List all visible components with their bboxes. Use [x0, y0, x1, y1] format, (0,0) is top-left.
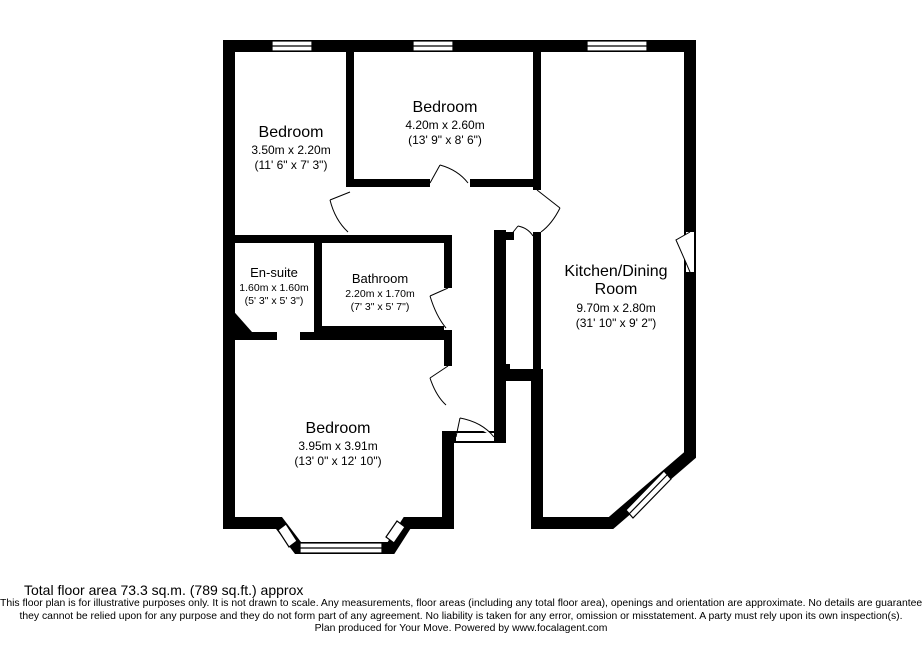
door-kitchen-upper [533, 189, 561, 233]
window-kitchen-bay [625, 470, 672, 519]
room-size-imperial: (5' 3" x 5' 3") [245, 295, 304, 307]
room-name: Bedroom [413, 99, 478, 116]
room-size-imperial: (31' 10" x 9' 2") [576, 316, 656, 330]
room-bedroom-bottom: Bedroom 3.95m x 3.91m (13' 0" x 12' 10") [294, 420, 381, 468]
room-size-imperial: (13' 9" x 8' 6") [408, 133, 482, 147]
produced-by: Plan produced for Your Move. Powered by … [314, 623, 608, 634]
room-size-metric: 2.20m x 1.70m [345, 288, 415, 300]
door-bathroom [429, 287, 452, 330]
door-hall-cupboard [509, 225, 534, 237]
interior-walls [225, 42, 541, 379]
room-name: En-suite [250, 265, 298, 280]
floor-plan: Bedroom 3.50m x 2.20m (11' 6" x 7' 3") B… [223, 40, 696, 554]
windows [271, 40, 672, 554]
total-floor-area: Total floor area 73.3 sq.m. (789 sq.ft.)… [24, 582, 304, 598]
room-name: Bedroom [259, 124, 324, 141]
room-name: Bedroom [306, 420, 371, 437]
room-bathroom: Bathroom 2.20m x 1.70m (7' 3" x 5' 7") [345, 271, 415, 313]
window-bedroom-top-middle [412, 40, 454, 52]
disclaimer: This floor plan is for illustrative purp… [0, 598, 922, 636]
ensuite-corner-fill [229, 306, 252, 332]
window-bedroom-bottom-bay [277, 520, 406, 554]
room-name: Bathroom [352, 271, 408, 286]
room-bedroom-top-middle: Bedroom 4.20m x 2.60m (13' 9" x 8' 6") [405, 99, 484, 147]
room-name-line2: Room [595, 281, 638, 298]
door-bedroom-top-middle [429, 164, 470, 187]
room-size-metric: 3.50m x 2.20m [251, 143, 330, 157]
room-size-metric: 1.60m x 1.60m [239, 282, 309, 294]
window-bedroom-top-left [271, 40, 313, 52]
room-size-metric: 3.95m x 3.91m [298, 439, 377, 453]
room-size-imperial: (7' 3" x 5' 7") [351, 301, 410, 313]
door-kitchen-right [675, 231, 694, 273]
disclaimer-line: they cannot be relied upon for any purpo… [19, 610, 903, 622]
room-ensuite: En-suite 1.60m x 1.60m (5' 3" x 5' 3") [239, 265, 309, 307]
door-entrance [455, 417, 495, 441]
door-bedroom-top-left [329, 191, 352, 233]
room-name-line1: Kitchen/Dining [564, 263, 667, 280]
disclaimer-line: This floor plan is for illustrative purp… [0, 598, 922, 609]
window-kitchen-top [586, 40, 648, 52]
room-size-metric: 9.70m x 2.80m [576, 301, 655, 315]
room-size-metric: 4.20m x 2.60m [405, 118, 484, 132]
door-bedroom-bottom [429, 365, 452, 406]
room-kitchen-dining: Kitchen/Dining Room 9.70m x 2.80m (31' 1… [564, 263, 667, 330]
doors [277, 164, 694, 441]
room-bedroom-top-left: Bedroom 3.50m x 2.20m (11' 6" x 7' 3") [251, 124, 330, 172]
room-size-imperial: (11' 6" x 7' 3") [255, 158, 328, 172]
door-ensuite [277, 332, 300, 340]
room-size-imperial: (13' 0" x 12' 10") [294, 454, 381, 468]
